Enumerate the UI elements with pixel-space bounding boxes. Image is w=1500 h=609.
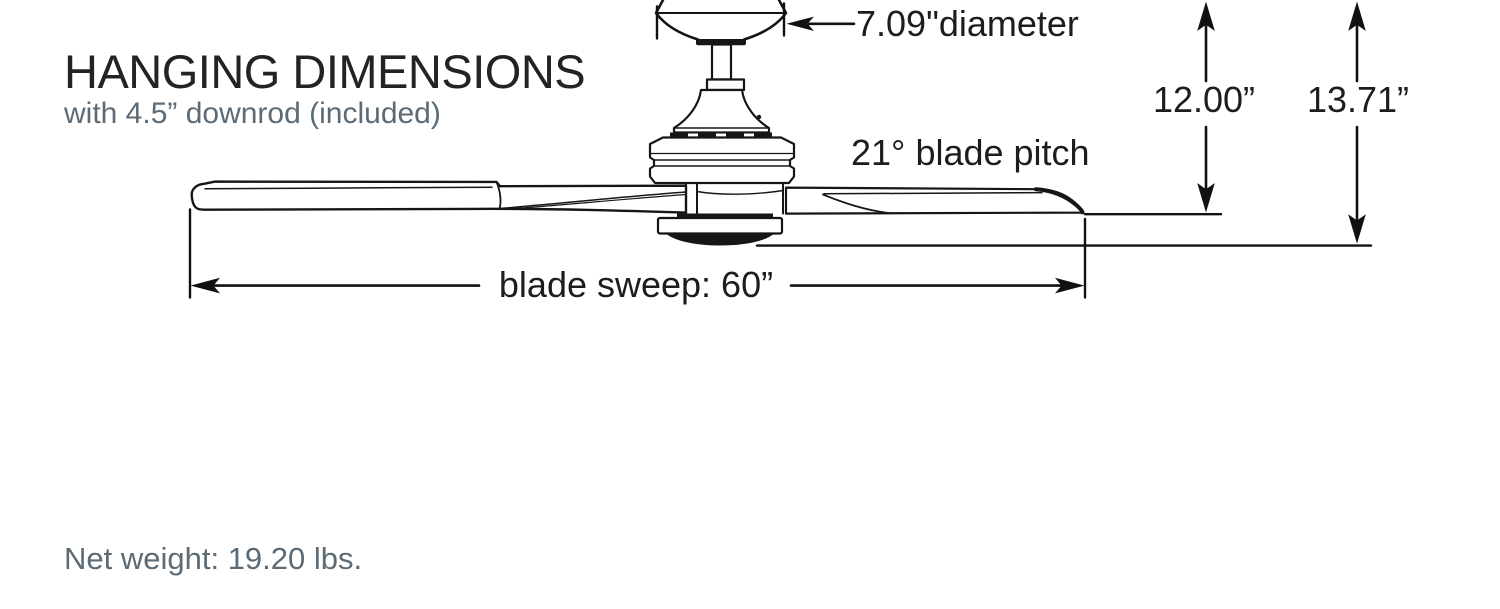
blade-sweep-label: blade sweep: 60” — [498, 264, 774, 305]
fan-blade-hub — [677, 182, 784, 218]
arrow-up-icon — [1197, 1, 1215, 31]
height-to-blade-label: 12.00” — [1152, 79, 1256, 120]
arrow-right-icon — [1055, 277, 1085, 294]
height-to-blade-dimension — [1197, 1, 1215, 213]
fan-downrod — [705, 43, 746, 92]
fan-motor-bell — [670, 88, 772, 138]
arrow-left-icon — [786, 16, 814, 31]
net-weight-text: Net weight: 19.20 lbs. — [64, 541, 363, 576]
page-subtitle: with 4.5” downrod (included) — [64, 97, 441, 130]
page-title: HANGING DIMENSIONS — [64, 45, 586, 98]
canopy-diameter-dimension — [655, 2, 856, 40]
fan-canopy — [654, 0, 788, 46]
arrow-left-icon — [190, 277, 220, 294]
height-to-light-label: 13.71” — [1306, 79, 1410, 120]
fan-right-blade — [784, 186, 1085, 215]
blade-sweep-dimension — [188, 208, 1087, 299]
arrow-down-icon — [1348, 214, 1366, 244]
fan-light-kit — [656, 216, 784, 246]
arrow-down-icon — [1197, 183, 1215, 213]
blade-pitch-label: 21° blade pitch — [851, 132, 1090, 173]
height-to-light-dimension — [1348, 1, 1366, 244]
canopy-diameter-label: 7.09"diameter — [856, 3, 1079, 44]
ceiling-fan-drawing — [190, 0, 1085, 246]
fan-left-blade — [190, 180, 688, 214]
fan-motor-drum — [648, 136, 796, 185]
dimension-annotations — [188, 1, 1373, 299]
arrow-up-icon — [1348, 1, 1366, 31]
